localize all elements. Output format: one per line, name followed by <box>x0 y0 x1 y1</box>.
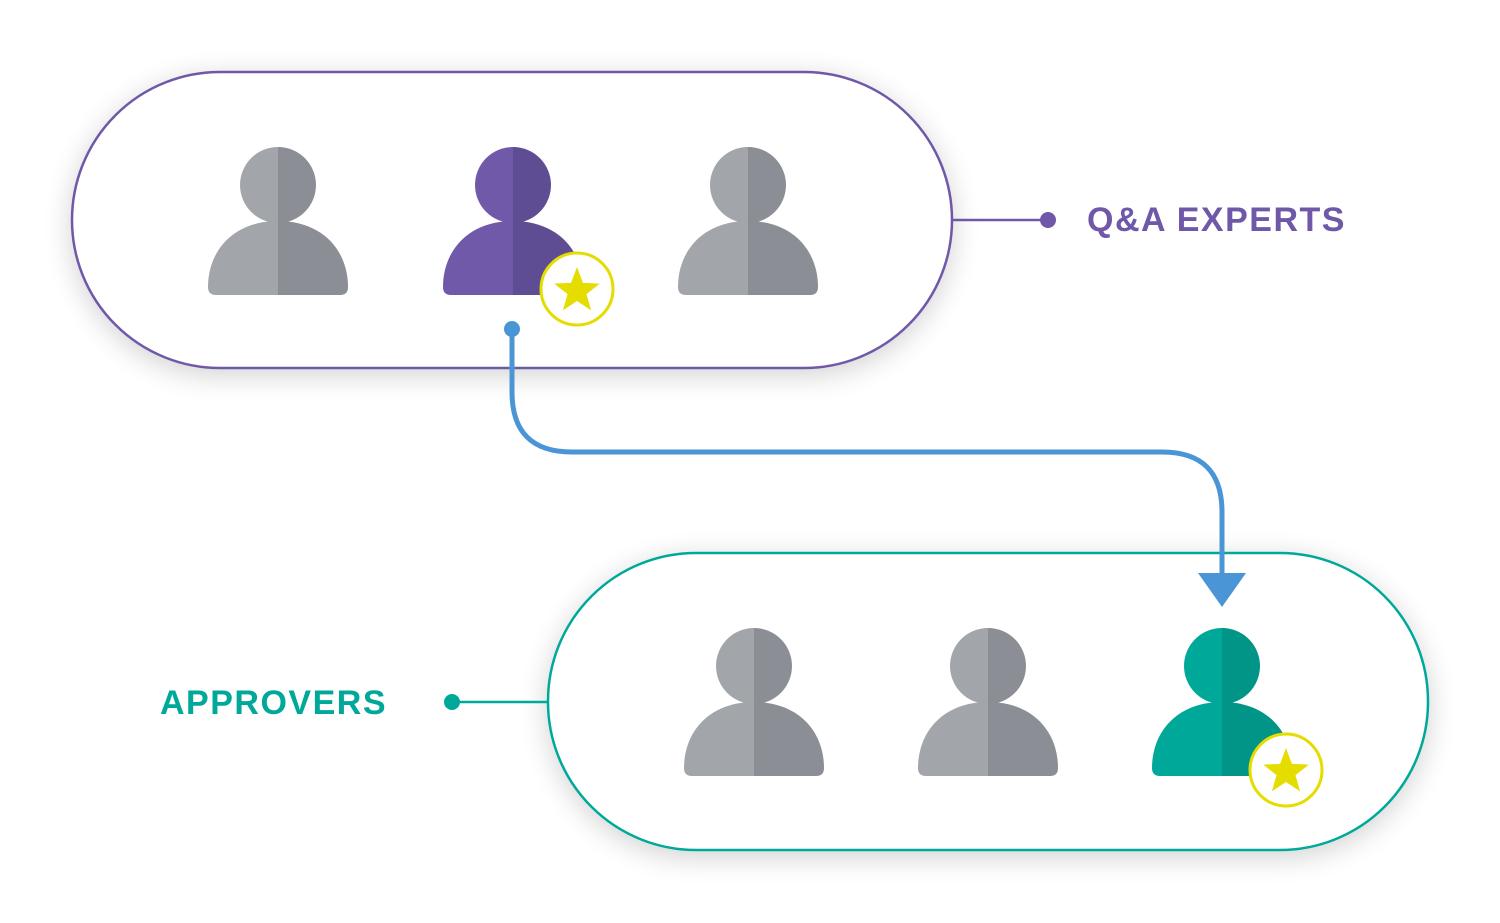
person-head-left <box>240 147 278 223</box>
person-body-right <box>754 702 824 776</box>
approver-person-icon[interactable] <box>918 628 1058 776</box>
approver-person-icon[interactable] <box>684 628 824 776</box>
flow-path <box>509 326 1225 581</box>
flow-arrowhead-icon <box>1198 573 1246 607</box>
person-head-right <box>988 628 1026 704</box>
person-head-left <box>475 147 513 223</box>
star-badge <box>1248 732 1324 808</box>
person-head-left <box>716 628 754 704</box>
approvers-group: APPROVERS <box>160 551 1430 852</box>
qa-experts-label-dot <box>1040 212 1056 228</box>
star-icon <box>554 267 600 311</box>
approvers-members <box>684 628 1324 808</box>
approvers-label: APPROVERS <box>160 684 387 722</box>
person-head-right <box>1222 628 1260 704</box>
person-body-left <box>918 702 988 776</box>
approvers-label-dot <box>444 694 460 710</box>
person-body-left <box>684 702 754 776</box>
star-icon <box>1263 748 1309 792</box>
qa-experts-label: Q&A EXPERTS <box>1087 201 1346 239</box>
person-body-left <box>443 221 513 295</box>
qa-expert-person-icon[interactable] <box>208 147 348 295</box>
person-body-right <box>748 221 818 295</box>
person-body-left <box>1152 702 1222 776</box>
person-head-left <box>710 147 748 223</box>
flow-connector <box>504 321 1246 607</box>
qa-expert-person-icon[interactable] <box>678 147 818 295</box>
star-badge <box>539 251 615 327</box>
person-head-left <box>950 628 988 704</box>
qa-experts-group: Q&A EXPERTS <box>70 70 1346 370</box>
qa-expert-person-icon[interactable] <box>443 147 583 295</box>
person-body-right <box>278 221 348 295</box>
person-head-right <box>754 628 792 704</box>
person-body-left <box>678 221 748 295</box>
person-head-left <box>1184 628 1222 704</box>
person-head-right <box>748 147 786 223</box>
person-body-left <box>208 221 278 295</box>
person-head-right <box>513 147 551 223</box>
person-head-right <box>278 147 316 223</box>
qa-experts-members <box>208 147 818 327</box>
person-body-right <box>988 702 1058 776</box>
